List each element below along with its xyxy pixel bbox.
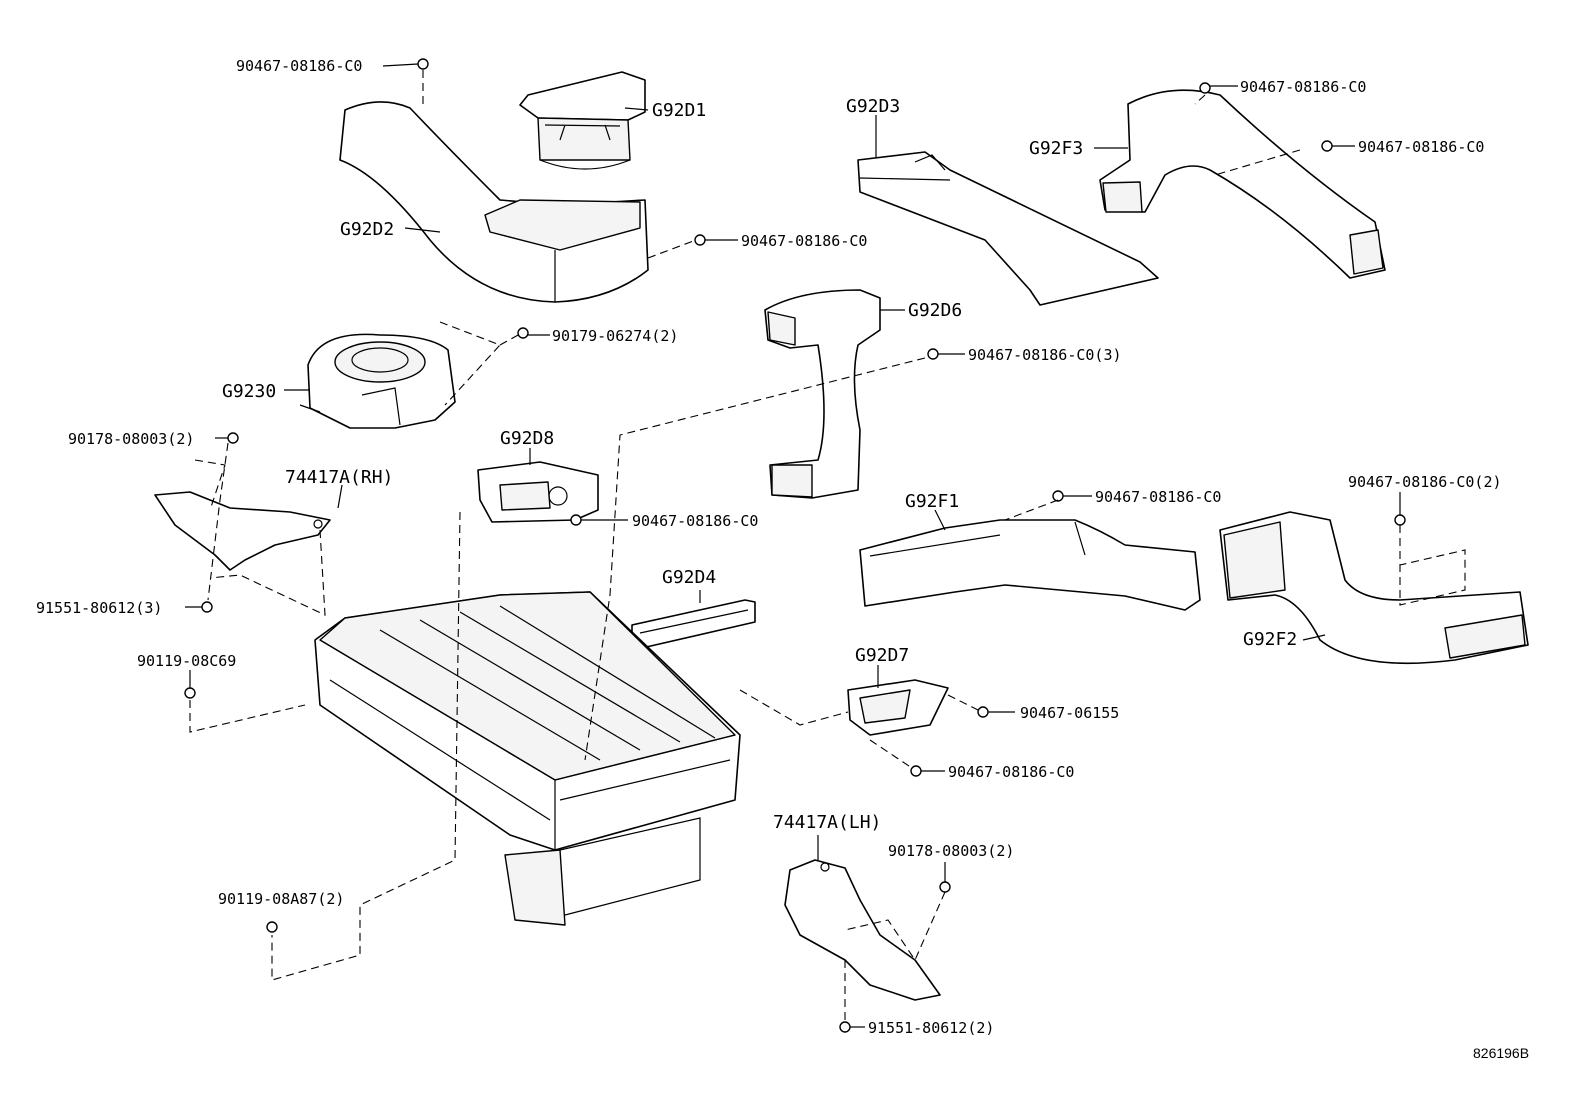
leader-lines: [185, 63, 1401, 1028]
part-g92d6: [764, 289, 881, 499]
dashed-guides: [189, 70, 1466, 1020]
label-g92f1: G92F1: [905, 491, 959, 512]
label-90467-08186-c0-g92f3-top: 90467-08186-C0: [1240, 78, 1366, 96]
label-g92f3: G92F3: [1029, 138, 1083, 159]
label-g92d1: G92D1: [652, 100, 706, 121]
part-g92f2: [1219, 511, 1529, 665]
part-battery-pack: [314, 591, 741, 926]
part-g92d8: [477, 461, 599, 523]
label-90119-08c69: 90119-08C69: [137, 652, 236, 670]
label-90467-08186-c0-g92d8: 90467-08186-C0: [632, 512, 758, 530]
part-g9230: [299, 333, 456, 429]
part-g92d4: [631, 599, 756, 649]
part-g92d1: [519, 71, 646, 170]
label-g92d8: G92D8: [500, 428, 554, 449]
part-g92d7: [847, 679, 949, 736]
label-90119-08a87-2: 90119-08A87(2): [218, 890, 344, 908]
label-91551-80612-3: 91551-80612(3): [36, 599, 162, 617]
part-g92f1: [859, 519, 1201, 611]
label-90178-08003-lh: 90178-08003(2): [888, 842, 1014, 860]
label-90467-06155: 90467-06155: [1020, 704, 1119, 722]
part-74417a-rh: [154, 491, 331, 571]
figure-number: 826196B: [1473, 1045, 1529, 1061]
label-g92d4: G92D4: [662, 567, 716, 588]
label-g92d6: G92D6: [908, 300, 962, 321]
label-g92d3: G92D3: [846, 96, 900, 117]
label-90179-06274: 90179-06274(2): [552, 327, 678, 345]
callout-labels: 90467-08186-C0 G92D1 G92D2 90467-08186-C…: [36, 57, 1529, 1061]
label-90178-08003-rh: 90178-08003(2): [68, 430, 194, 448]
label-91551-80612-2: 91551-80612(2): [868, 1019, 994, 1037]
label-g9230: G9230: [222, 381, 276, 402]
label-90467-08186-c0-2: 90467-08186-C0(2): [1348, 473, 1502, 491]
label-90467-08186-c0-g92f3-right: 90467-08186-C0: [1358, 138, 1484, 156]
part-g92d3: [857, 151, 1159, 306]
label-90467-08186-c0-g92f1: 90467-08186-C0: [1095, 488, 1221, 506]
label-90467-08186-c0-3: 90467-08186-C0(3): [968, 346, 1122, 364]
label-g92d7: G92D7: [855, 645, 909, 666]
label-90467-08186-c0-g92d2: 90467-08186-C0: [741, 232, 867, 250]
label-g92f2: G92F2: [1243, 629, 1297, 650]
part-g92f3: [1099, 89, 1386, 279]
part-g92d2: [339, 101, 649, 303]
label-74417a-rh: 74417A(RH): [285, 467, 393, 488]
label-90467-08186-c0-g92d7: 90467-08186-C0: [948, 763, 1074, 781]
label-74417a-lh: 74417A(LH): [773, 812, 881, 833]
label-g92d2: G92D2: [340, 219, 394, 240]
bolt-icons: [184, 58, 1406, 1033]
label-90467-08186-c0-top-left: 90467-08186-C0: [236, 57, 362, 75]
part-74417a-lh: [784, 859, 941, 1001]
